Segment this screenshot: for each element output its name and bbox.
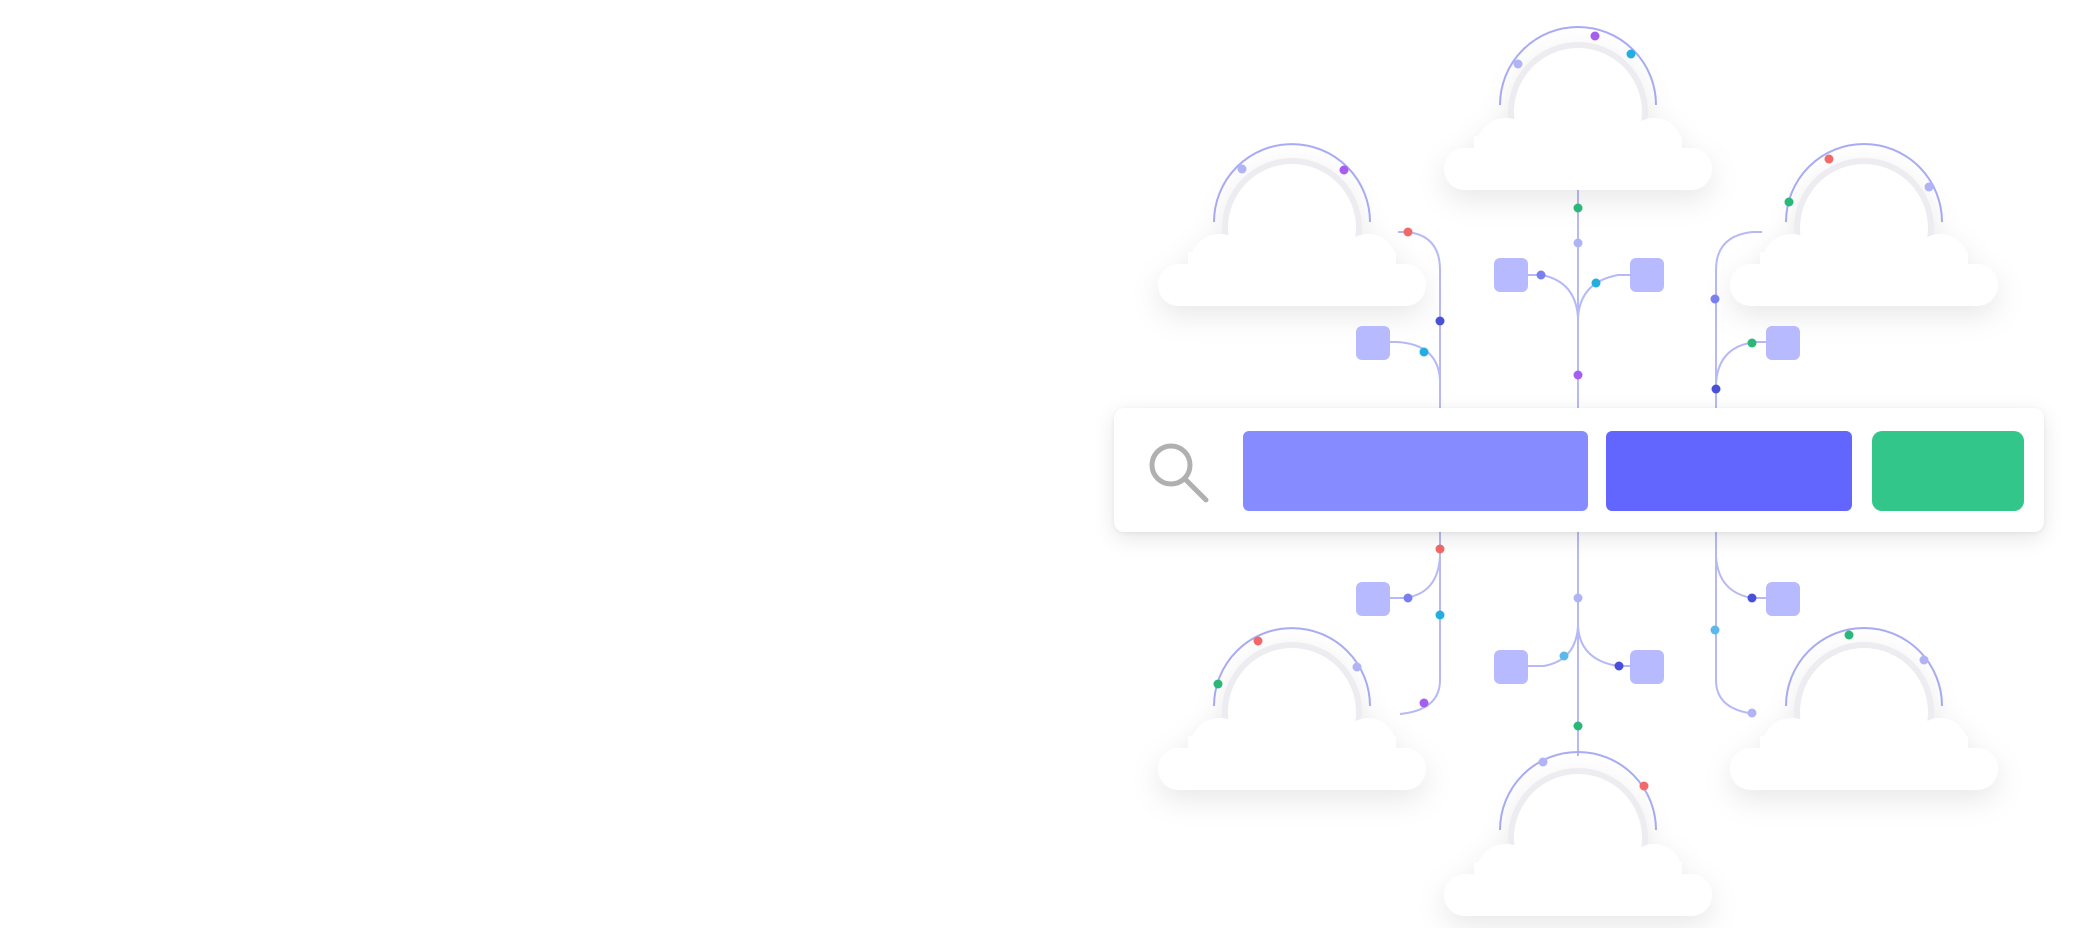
connector-dots [1213, 31, 1934, 791]
search-block-1[interactable] [1243, 431, 1588, 511]
node-square [1766, 326, 1800, 360]
search-block-2[interactable] [1606, 431, 1852, 511]
cloud-lower-left [1158, 642, 1426, 790]
node-square [1766, 582, 1800, 616]
node-square [1494, 258, 1528, 292]
cloud-arcs [1213, 26, 1943, 831]
node-square [1494, 650, 1528, 684]
node-square [1630, 258, 1664, 292]
cloud-lower-right [1730, 642, 1998, 790]
search-icon[interactable] [1143, 440, 1213, 510]
node-squares [1356, 258, 1800, 684]
cloud-upper-right [1730, 158, 1998, 306]
node-square [1356, 582, 1390, 616]
search-block-3[interactable] [1872, 431, 2024, 511]
node-square [1356, 326, 1390, 360]
node-square [1630, 650, 1664, 684]
cloud-upper-left [1158, 158, 1426, 306]
cloud-bottom [1444, 768, 1712, 916]
cloud-top [1444, 42, 1712, 190]
